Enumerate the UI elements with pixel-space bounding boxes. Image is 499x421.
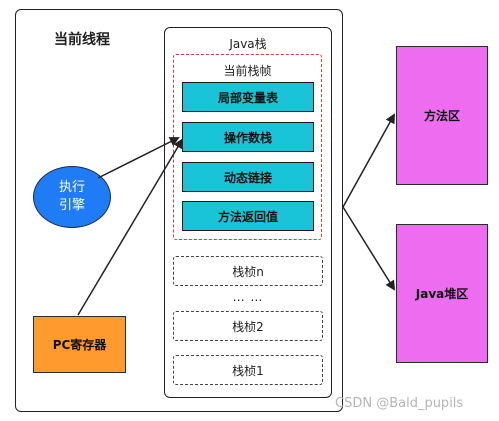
watermark: CSDN @Bald_pupils <box>335 396 464 411</box>
pc-register: PC寄存器 <box>33 316 126 373</box>
execution-engine-line2: 引擎 <box>58 198 85 213</box>
return-address: 方法返回值 <box>182 201 314 231</box>
method-area: 方法区 <box>396 46 488 185</box>
execution-engine-line1: 执行 <box>58 180 85 195</box>
java-heap-area: Java堆区 <box>396 224 488 363</box>
thread-title: 当前线程 <box>54 32 110 48</box>
stack-to-method-area-arrow <box>342 113 395 208</box>
operand-stack: 操作数栈 <box>182 122 314 152</box>
stack-frame-1: 栈桢1 <box>173 355 323 385</box>
execution-engine: 执行 引擎 <box>33 166 111 228</box>
local-variable-table: 局部变量表 <box>182 82 314 112</box>
stack-frame-2: 栈桢2 <box>173 311 323 341</box>
stack-frame-n: 栈桢n <box>173 256 323 286</box>
stack-to-heap-area-arrow <box>342 206 396 291</box>
java-stack-title: Java栈 <box>229 37 267 51</box>
dynamic-linking: 动态链接 <box>182 162 314 192</box>
stack-frame-ellipsis: … … <box>232 290 264 304</box>
current-frame-title: 当前栈帧 <box>223 64 272 78</box>
